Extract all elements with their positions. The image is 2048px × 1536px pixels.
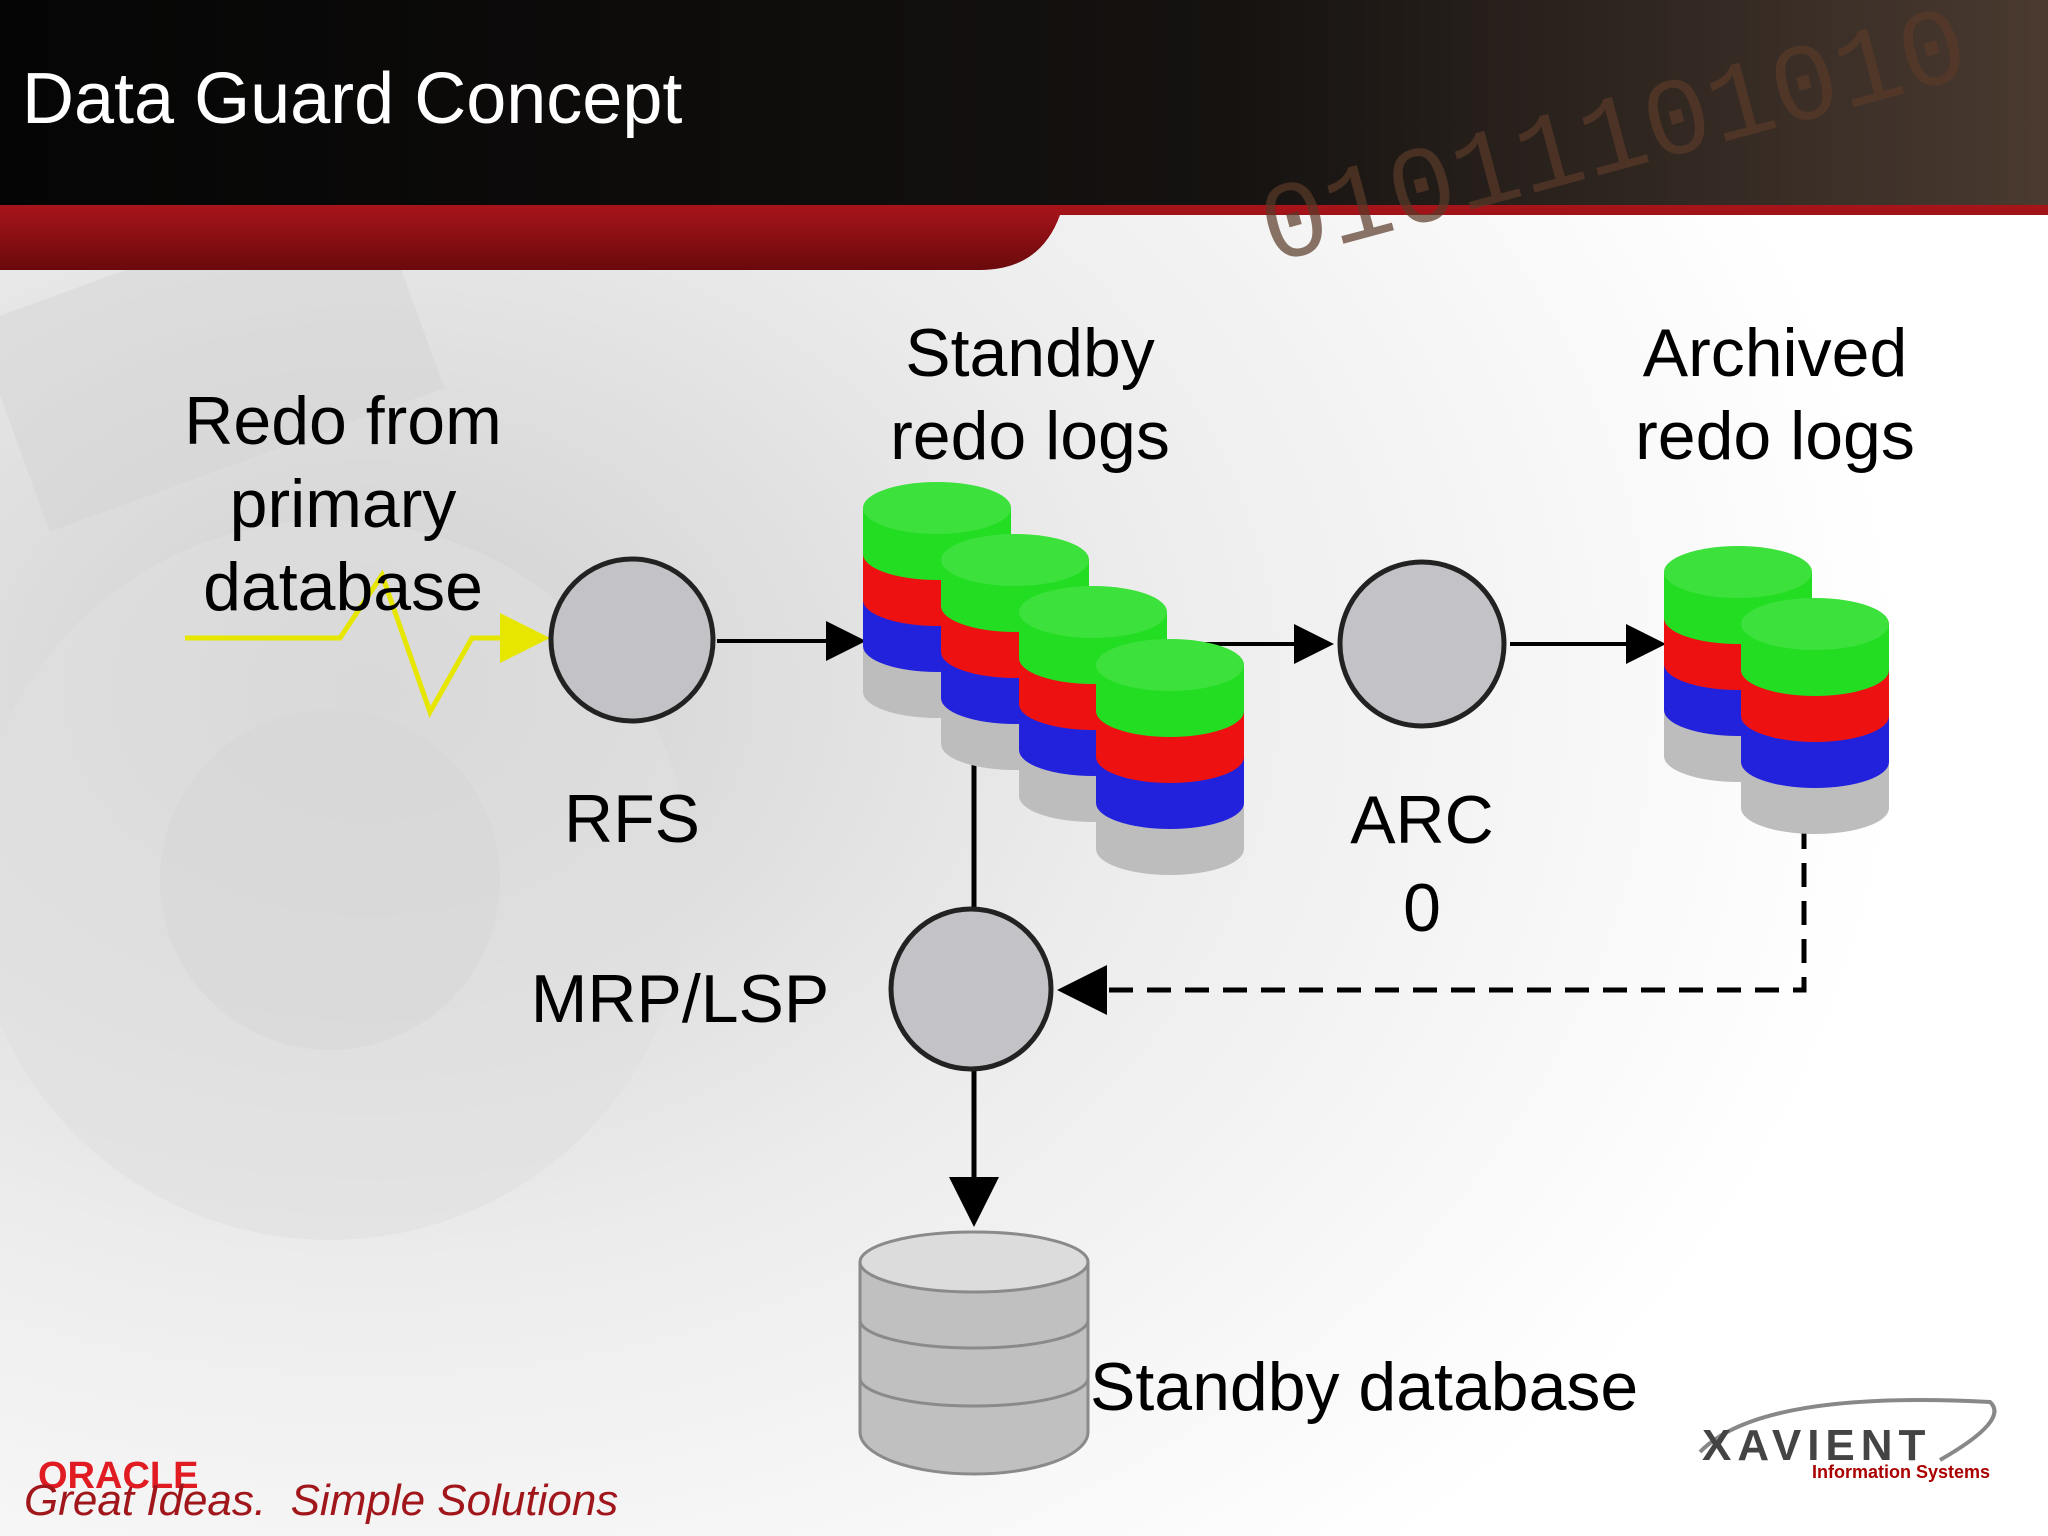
oracle-logo: ORACLE [38,1455,198,1497]
archived-redo-log-stack [1664,546,1889,834]
archived-redo-log-2 [1741,598,1889,834]
slide-title: Data Guard Concept [22,59,683,139]
standby-database-cylinder [858,1230,1090,1476]
redo-stream-arrow [185,569,550,719]
standby-redo-log-4 [1096,639,1244,875]
svg-text:Information Systems: Information Systems [1812,1462,1990,1482]
svg-text:XAVIENT: XAVIENT [1702,1421,1931,1470]
xavient-logo: XAVIENT Information Systems [1698,1398,1997,1482]
footer-tagline: Great Ideas. Simple Solutions [24,1476,619,1525]
standby-redo-log-1 [863,482,1011,718]
title-bar: 01011101010 Data Guard Concept [0,0,2048,290]
mrp-lsp-process-node [888,906,1054,1072]
mrp-lsp-label: MRP/LSP [530,961,830,1037]
redo-from-primary-label: Redo from primary database [184,383,502,625]
arc-label: ARC 0 [1350,782,1494,947]
standby-redo-logs-label: Standby redo logs [890,315,1170,474]
rfs-process-node [548,556,716,724]
rfs-label: RFS [564,781,700,857]
arc-process-node [1337,559,1507,729]
standby-database-label: Standby database [1090,1349,1639,1425]
standby-redo-log-stack [863,482,1244,875]
archived-redo-logs-label: Archived redo logs [1635,315,1915,474]
archived-logs-to-mrp-dashed-arrow [1057,825,1807,1015]
